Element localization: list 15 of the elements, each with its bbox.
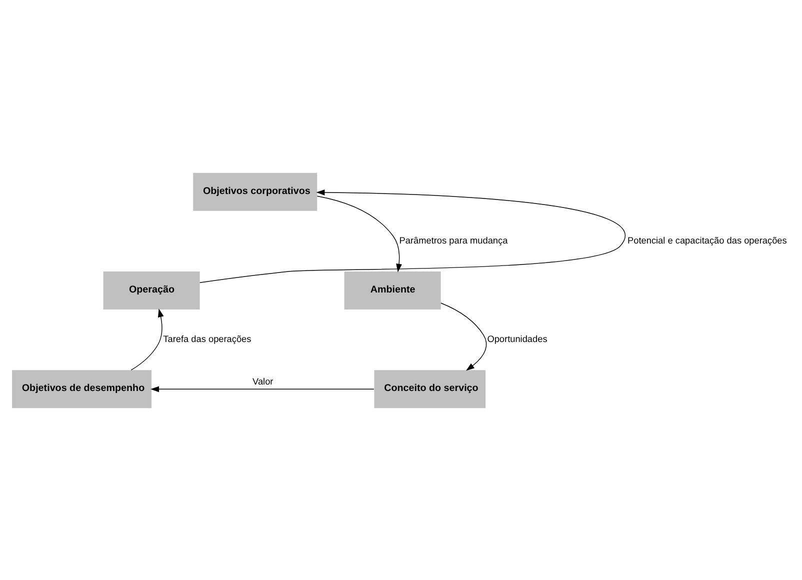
- node-box: Ambiente: [344, 270, 441, 310]
- node-box: Operação: [103, 270, 200, 310]
- node-box: Conceito do serviço: [374, 370, 486, 408]
- arrow: [200, 189, 626, 282]
- arrow: [440, 302, 487, 370]
- edge-label: Oportunidades: [487, 334, 548, 344]
- node-box: Objetivos de desempenho: [12, 370, 152, 408]
- arrow: [316, 195, 402, 272]
- edge-label: Tarefa das operações: [163, 334, 252, 344]
- arrow: [150, 386, 374, 392]
- edge-label: Parâmetros para mudança: [399, 235, 508, 246]
- edge-label: Valor: [252, 376, 274, 386]
- arrow: [130, 308, 164, 370]
- node-box: Objetivos corporativos: [193, 172, 318, 210]
- edge-label: Potencial e capacitação das operações: [628, 235, 787, 246]
